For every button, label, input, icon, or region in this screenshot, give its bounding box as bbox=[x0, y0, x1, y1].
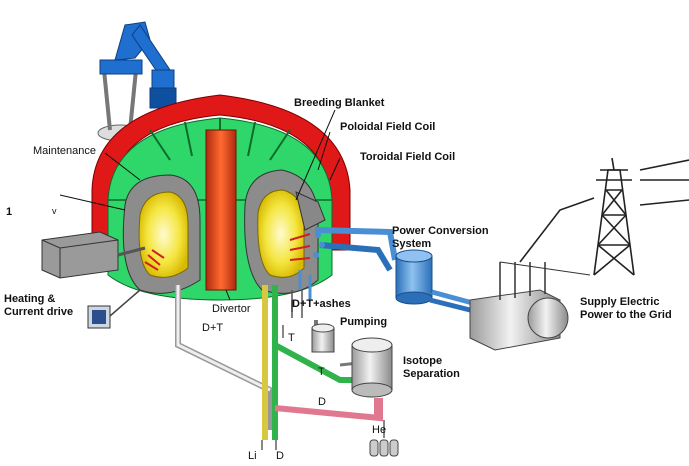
coolant-pipes bbox=[298, 227, 398, 300]
leader-lines bbox=[59, 109, 385, 450]
process-pipes bbox=[175, 285, 386, 440]
label-poloidal-field-coil: Poloidal Field Coil bbox=[340, 121, 436, 133]
power-conversion-tank bbox=[395, 249, 481, 315]
label-marker-1: 1 bbox=[6, 206, 13, 218]
label-supply-electric: Supply Electric Power to the Grid bbox=[580, 296, 672, 321]
label-he: He bbox=[372, 424, 387, 436]
label-marker-v: v bbox=[52, 206, 57, 216]
right-plasma-chamber bbox=[244, 169, 326, 294]
label-t-lower: T bbox=[318, 366, 325, 378]
heating-unit bbox=[41, 231, 146, 279]
label-t-upper: T bbox=[288, 332, 295, 344]
current-drive-unit bbox=[87, 289, 141, 329]
label-divertor: Divertor bbox=[212, 303, 251, 315]
label-d-t: D+T bbox=[202, 322, 224, 334]
pumping-unit bbox=[311, 323, 335, 353]
label-toroidal-field-coil: Toroidal Field Coil bbox=[360, 151, 456, 163]
label-maintenance: Maintenance bbox=[33, 145, 96, 157]
turbine-generator bbox=[469, 261, 591, 351]
label-d-t-ashes: D+T+ashes bbox=[292, 298, 351, 310]
label-pumping: Pumping bbox=[340, 316, 388, 328]
label-d: D bbox=[318, 396, 326, 408]
isotope-separation-tank bbox=[351, 337, 393, 420]
helium-bottles bbox=[369, 439, 399, 457]
label-li: Li bbox=[248, 450, 257, 462]
label-d-bottom: D bbox=[276, 450, 284, 462]
central-solenoid bbox=[205, 129, 237, 291]
maintenance-crane bbox=[97, 21, 177, 142]
label-power-conversion: Power Conversion System bbox=[392, 225, 489, 250]
label-heating-current-drive: Heating & Current drive bbox=[4, 293, 74, 318]
left-plasma-chamber bbox=[122, 174, 201, 294]
label-isotope-separation: Isotope Separation bbox=[403, 355, 460, 380]
label-breeding-blanket: Breeding Blanket bbox=[294, 97, 385, 109]
transmission-tower bbox=[519, 157, 689, 276]
